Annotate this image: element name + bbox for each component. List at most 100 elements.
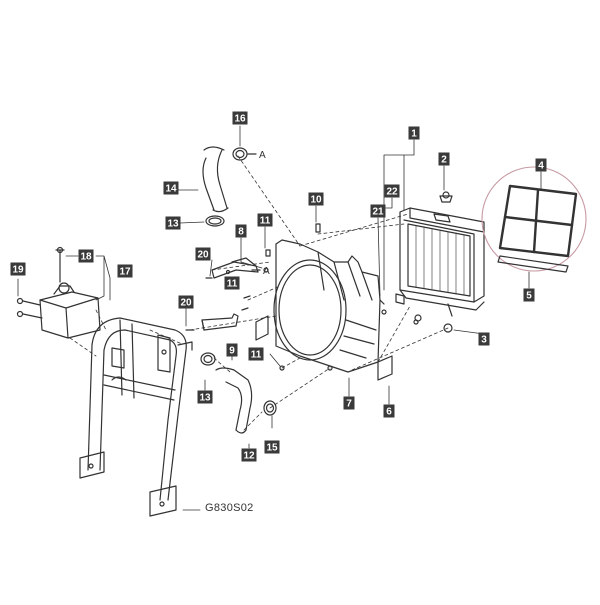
callout-box	[523, 288, 535, 302]
callout-box	[241, 448, 257, 462]
callout-c19: 19	[10, 262, 26, 276]
callout-c22: 22	[384, 184, 400, 198]
callout-box	[232, 111, 248, 125]
callout-c11a: 11	[257, 213, 273, 227]
callout-box	[408, 126, 420, 140]
callout-number: 5	[526, 291, 532, 302]
callout-box	[197, 390, 213, 404]
expansion-tank	[16, 282, 101, 339]
callout-number: 16	[234, 114, 246, 125]
callout-c12: 12	[241, 448, 257, 462]
connector-marker-text: A	[259, 150, 266, 161]
radiator	[395, 207, 485, 322]
callout-box	[117, 264, 133, 278]
callout-number: 6	[386, 407, 392, 418]
callout-box	[163, 181, 179, 195]
callout-box	[78, 249, 94, 263]
radiator-fins	[415, 225, 465, 296]
callout-number: 19	[12, 265, 24, 276]
callout-number: 3	[481, 335, 487, 346]
callout-number: 4	[538, 161, 544, 172]
callout-number: 10	[310, 195, 322, 206]
callout-c4: 4	[535, 158, 547, 172]
seal-plate-6	[377, 355, 393, 381]
callout-c2: 2	[438, 152, 450, 166]
upper-hose	[202, 146, 229, 213]
leader-lines	[17, 125, 542, 511]
callout-box	[178, 295, 194, 309]
bracket	[211, 257, 259, 279]
callout-c14: 14	[163, 181, 179, 195]
mounting-frame	[79, 317, 193, 517]
connector-a-top: A	[247, 150, 266, 161]
callout-box	[257, 213, 273, 227]
callout-box	[438, 152, 450, 166]
callout-number: 14	[165, 184, 177, 195]
callout-number: 2	[441, 155, 447, 166]
callout-number: 11	[260, 216, 271, 227]
seal-plate	[255, 315, 269, 341]
callout-number: 15	[266, 443, 278, 454]
callout-c21: 21	[370, 204, 386, 218]
callout-box	[478, 332, 490, 346]
callout-box	[165, 216, 181, 230]
callout-c13b: 13	[197, 390, 213, 404]
callout-c1: 1	[408, 126, 420, 140]
reference-code: G830S02	[205, 502, 254, 514]
hose-clamp-lower	[200, 352, 216, 366]
callout-number: 22	[386, 187, 398, 198]
callout-labels: 1234567891011111112131314151617181920202…	[10, 111, 547, 462]
callout-number: 18	[80, 252, 92, 263]
tank-cap	[55, 246, 65, 283]
callout-number: 7	[346, 399, 352, 410]
connector-marker-text: A	[263, 266, 270, 277]
callout-box	[384, 184, 400, 198]
callout-number: 11	[227, 279, 238, 290]
callout-box	[224, 276, 240, 290]
callout-number: 17	[119, 267, 131, 278]
callout-number: 21	[372, 207, 384, 218]
callout-number: 1	[411, 129, 417, 140]
assembly-lines	[69, 155, 449, 431]
callout-c17: 17	[117, 264, 133, 278]
callout-c11b: 11	[224, 276, 240, 290]
callout-c20a: 20	[195, 247, 211, 261]
callout-number: 13	[167, 219, 179, 230]
fasteners	[185, 223, 419, 371]
callout-c7: 7	[343, 396, 355, 410]
callout-number: 12	[243, 451, 255, 462]
callout-c16: 16	[232, 111, 248, 125]
callout-number: 20	[197, 250, 209, 261]
callout-box	[195, 247, 211, 261]
callout-c3: 3	[478, 332, 490, 346]
callout-c18: 18	[78, 249, 94, 263]
callout-c15: 15	[264, 440, 280, 454]
callout-number: 13	[199, 393, 211, 404]
callout-c11c: 11	[248, 347, 264, 361]
callout-c13a: 13	[165, 216, 181, 230]
callout-box	[264, 440, 280, 454]
callout-box	[10, 262, 26, 276]
callout-number: 20	[180, 298, 192, 309]
callout-box	[535, 158, 547, 172]
callout-box	[226, 343, 238, 357]
callout-c8: 8	[235, 224, 247, 238]
callout-number: 8	[238, 227, 244, 238]
callout-box	[383, 404, 395, 418]
callout-box	[370, 204, 386, 218]
callout-c6: 6	[383, 404, 395, 418]
callout-c9: 9	[226, 343, 238, 357]
filter-screen	[481, 166, 587, 273]
callout-c20b: 20	[178, 295, 194, 309]
hose-clamp-top	[232, 147, 248, 161]
callout-box	[343, 396, 355, 410]
radiator-cap	[439, 191, 453, 203]
hose-clamp-upper	[205, 215, 225, 227]
hose-clamp-15	[263, 400, 277, 416]
callout-c5: 5	[523, 288, 535, 302]
callout-number: 9	[229, 346, 235, 357]
callout-box	[308, 192, 324, 206]
callout-number: 11	[251, 350, 262, 361]
